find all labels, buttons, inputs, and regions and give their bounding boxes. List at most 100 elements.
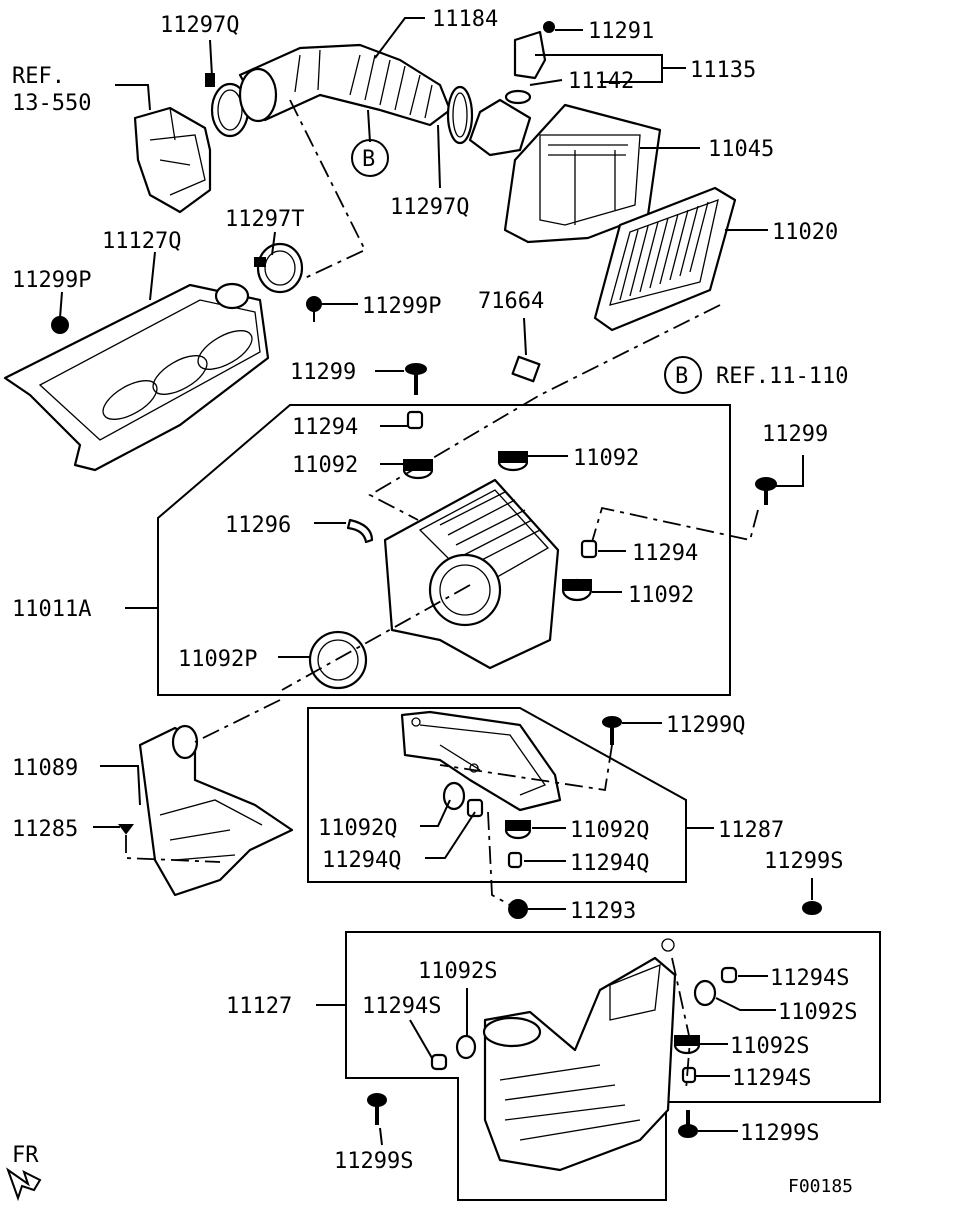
intake-hose-11184 bbox=[238, 43, 452, 127]
label-fr: FR bbox=[12, 1143, 39, 1168]
grommet-11092-b bbox=[497, 451, 529, 472]
label-ref-13-550-line2: 13-550 bbox=[12, 91, 91, 116]
label-11184: 11184 bbox=[432, 7, 498, 32]
dashed-line-duct-clip bbox=[125, 835, 221, 863]
bolt-11299p-left bbox=[51, 316, 69, 334]
dashed-line-bolt-to-collar bbox=[591, 506, 759, 543]
label-11293: 11293 bbox=[570, 899, 636, 924]
label-11297q-mid: 11297Q bbox=[390, 195, 469, 220]
callout-circle-b-top bbox=[351, 139, 389, 177]
grommet-11092s-b bbox=[693, 979, 717, 1007]
dashed-line-case-to-seal bbox=[281, 584, 471, 691]
label-11299s-top: 11299S bbox=[764, 849, 843, 874]
clip-11285 bbox=[118, 824, 134, 835]
tube-11296 bbox=[346, 518, 374, 544]
label-71664: 71664 bbox=[478, 289, 544, 314]
group-box-11127 bbox=[345, 931, 881, 1201]
engine-cover-11127q bbox=[3, 282, 270, 472]
label-11089: 11089 bbox=[12, 756, 78, 781]
collar-11294s-low bbox=[681, 1066, 697, 1084]
label-11127q: 11127Q bbox=[102, 229, 181, 254]
label-11294s-right: 11294S bbox=[770, 966, 849, 991]
bolt-11299p-right bbox=[306, 296, 322, 322]
label-11297q-top: 11297Q bbox=[160, 13, 239, 38]
label-11299s-right: 11299S bbox=[740, 1121, 819, 1146]
label-11135: 11135 bbox=[690, 58, 756, 83]
dashed-line-bracket bbox=[439, 744, 613, 792]
label-11045: 11045 bbox=[708, 137, 774, 162]
callout-circle-b-right bbox=[664, 356, 702, 394]
dashed-line-tank bbox=[671, 957, 691, 1091]
label-11020: 11020 bbox=[772, 220, 838, 245]
label-11092-b: 11092 bbox=[573, 446, 639, 471]
airflow-sensor-11135 bbox=[504, 21, 555, 105]
leader-lines bbox=[59, 17, 813, 1146]
label-11285: 11285 bbox=[12, 817, 78, 842]
label-11092-a: 11092 bbox=[292, 453, 358, 478]
label-11294-b: 11294 bbox=[632, 541, 698, 566]
front-arrow-icon bbox=[6, 1167, 42, 1202]
label-11291: 11291 bbox=[588, 19, 654, 44]
label-11297t: 11297T bbox=[225, 207, 304, 232]
bolt-11299s-top bbox=[802, 901, 822, 915]
bolt-11299q bbox=[602, 716, 622, 745]
dashed-line-seal-to-duct bbox=[194, 699, 281, 743]
hose-clamp-11297q-mid bbox=[446, 85, 474, 145]
label-11299p-left: 11299P bbox=[12, 268, 91, 293]
label-11092p: 11092P bbox=[178, 647, 257, 672]
air-cleaner-case-upper-11045 bbox=[468, 98, 662, 244]
group-box-11011a bbox=[157, 404, 731, 696]
label-11294q-right: 11294Q bbox=[570, 851, 649, 876]
bolt-11299-a bbox=[405, 363, 427, 395]
label-plate-71664 bbox=[511, 355, 541, 383]
label-callout-b-top: B bbox=[362, 147, 375, 172]
collar-11294s-left bbox=[430, 1053, 448, 1071]
air-cleaner-case-lower-11011a bbox=[383, 478, 560, 670]
label-11092q-left: 11092Q bbox=[318, 816, 397, 841]
collar-11294-b bbox=[580, 539, 598, 559]
grommet-11092s-a bbox=[455, 1034, 477, 1060]
dashed-line-filter-to-case bbox=[368, 304, 721, 521]
grommet-11092-a bbox=[402, 459, 434, 480]
label-11294q-left: 11294Q bbox=[322, 848, 401, 873]
label-11299-b: 11299 bbox=[762, 422, 828, 447]
label-11092s-b: 11092S bbox=[778, 1000, 857, 1025]
dashed-line-11293 bbox=[487, 811, 511, 906]
hose-clamp-11297t bbox=[254, 242, 304, 294]
label-11142: 11142 bbox=[568, 69, 634, 94]
nut-11293 bbox=[508, 899, 528, 919]
bolt-11299-b bbox=[755, 477, 777, 505]
throttle-body-ref-part bbox=[133, 106, 212, 214]
collar-11294q-right bbox=[507, 851, 523, 869]
collar-11294s-right bbox=[720, 966, 738, 984]
dashed-line-hose-to-clamp bbox=[289, 99, 367, 279]
seal-ring-11092p bbox=[308, 630, 368, 690]
air-filter-element-11020 bbox=[593, 186, 737, 332]
label-ref-13-550-line1: REF. bbox=[12, 64, 65, 89]
label-11092s-c: 11092S bbox=[730, 1034, 809, 1059]
bolt-11299s-right bbox=[678, 1110, 698, 1138]
label-11299q: 11299Q bbox=[666, 713, 745, 738]
label-11287: 11287 bbox=[718, 818, 784, 843]
grommet-11092-c bbox=[561, 578, 593, 602]
label-11092q-right: 11092Q bbox=[570, 818, 649, 843]
label-11299p-right: 11299P bbox=[362, 294, 441, 319]
collar-11294q-left bbox=[466, 798, 484, 818]
grommet-11092q-right bbox=[504, 820, 532, 840]
collar-11294-a bbox=[406, 410, 424, 430]
label-11294s-left: 11294S bbox=[362, 994, 441, 1019]
label-11299s-bottom: 11299S bbox=[334, 1149, 413, 1174]
label-11296: 11296 bbox=[225, 513, 291, 538]
label-11092-c: 11092 bbox=[628, 583, 694, 608]
group-box-11287 bbox=[307, 707, 687, 883]
grommet-11092s-c bbox=[673, 1035, 701, 1055]
label-ref-11-110: REF.11-110 bbox=[716, 364, 848, 389]
label-figure-code: F00185 bbox=[788, 1176, 853, 1197]
label-11011a: 11011A bbox=[12, 597, 91, 622]
bracket-11287 bbox=[400, 710, 562, 812]
air-duct-11089 bbox=[138, 724, 294, 897]
resonator-tank-11127 bbox=[482, 938, 677, 1172]
label-11092s-a: 11092S bbox=[418, 959, 497, 984]
label-11294s-low: 11294S bbox=[732, 1066, 811, 1091]
